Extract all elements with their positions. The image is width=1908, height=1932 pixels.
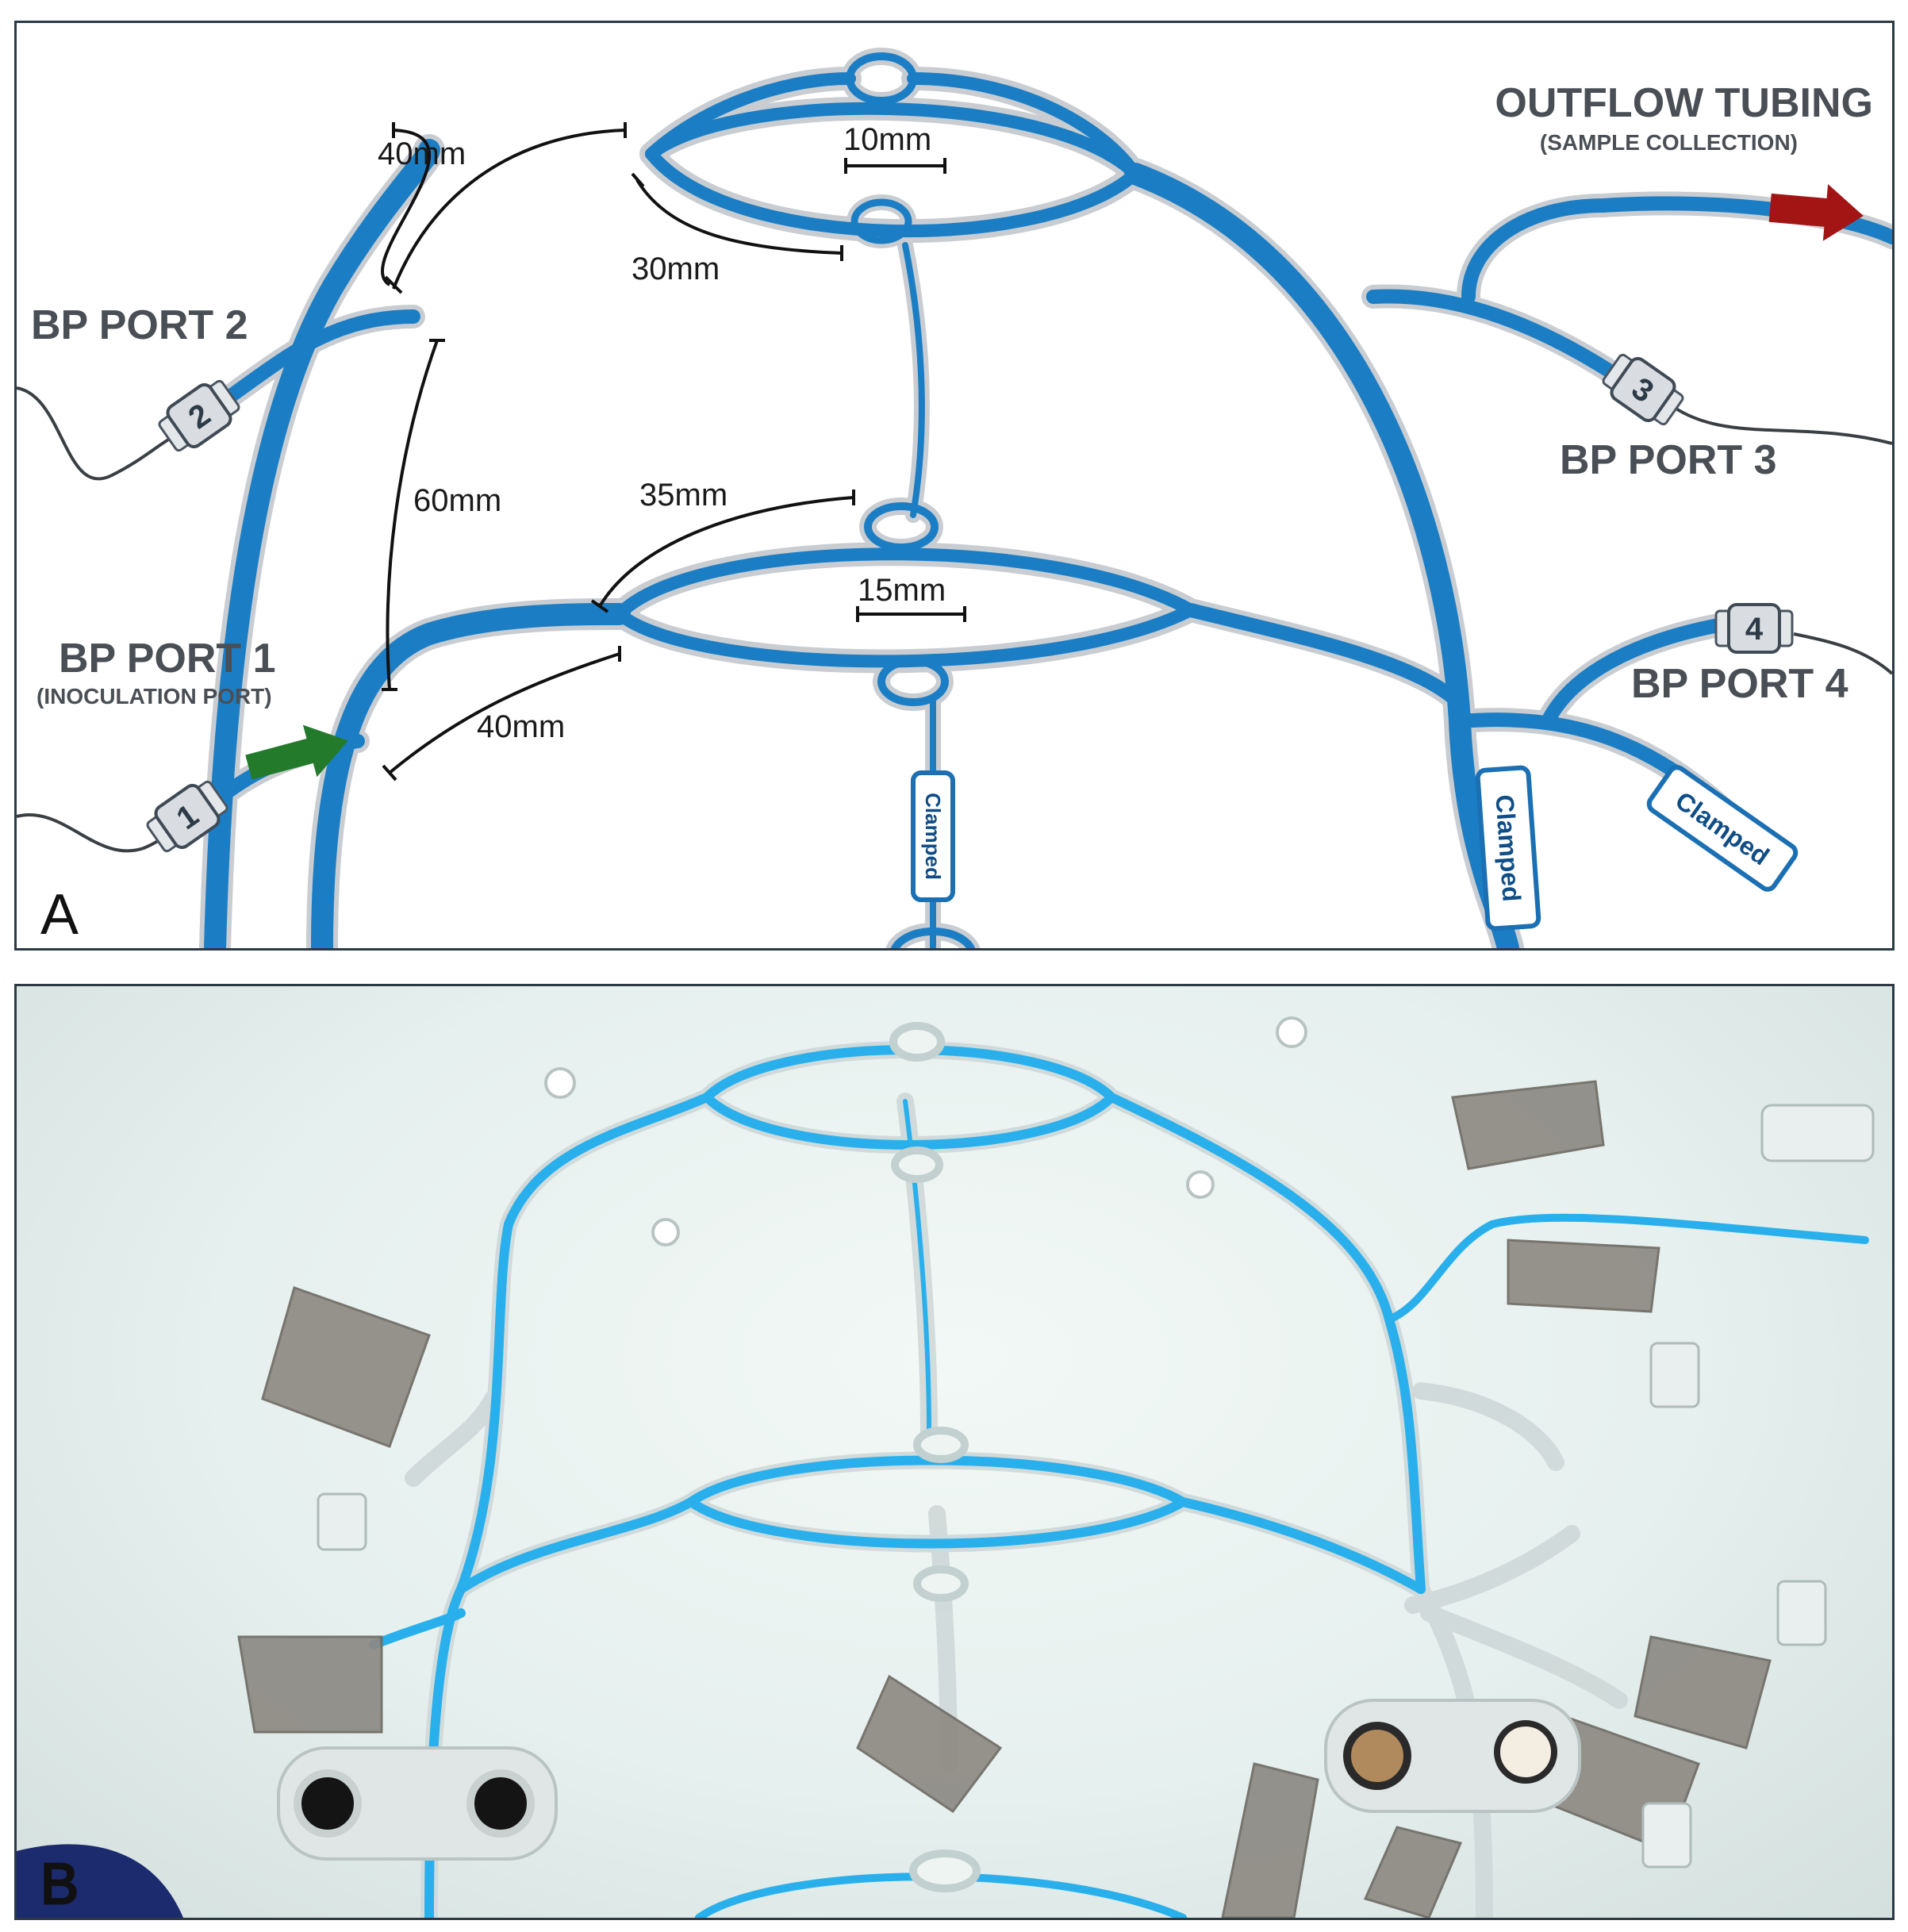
outflow-label: OUTFLOW TUBING [1495,80,1873,126]
inflow-arrow-icon [245,724,348,780]
clamp-tag-right: Clamped [1475,765,1541,931]
sensor-pads [277,1699,1581,1861]
dim-10mm-label: 10mm [843,122,931,157]
port-4-number: 4 [1745,612,1764,647]
panel-b-photo: B [14,984,1895,1920]
mounting-holes [544,1016,1307,1246]
port-1-sublabel: (INOCULATION PORT) [36,684,272,709]
clamp-tag-far-right: Clamped [1646,765,1799,892]
dim-40mm-bottom-label: 40mm [477,709,565,744]
luer-fittings [317,1104,1875,1869]
clamp-tag-center: Clamped [911,770,955,902]
panel-a-schematic: 2 1 3 4 [14,21,1895,951]
port-1-connector: 1 [146,780,228,853]
port-4-connector: 4 [1714,603,1794,654]
outflow-sublabel: (SAMPLE COLLECTION) [1540,130,1798,155]
port-2-connector: 2 [158,379,240,452]
dim-40mm-top-arc [392,129,626,290]
panel-a-letter: A [40,883,79,947]
dimension-markers [381,122,966,782]
device-rings [889,1022,981,1892]
port-3-label: BP PORT 3 [1560,437,1777,483]
schematic-diagram: 2 1 3 4 [17,48,1892,948]
pinch-clamps [237,1080,1772,1918]
port-4-label: BP PORT 4 [1631,661,1848,707]
inoculation-bag [17,1844,183,1918]
port-2-label: BP PORT 2 [31,302,248,348]
dim-40mm-top-label: 40mm [378,136,466,171]
dim-15mm-label: 15mm [858,573,946,608]
device-photo-illustration: B [17,1016,1875,1918]
pressure-cables [17,386,1892,853]
dim-35mm-label: 35mm [639,478,727,513]
dim-30mm-label: 30mm [632,252,720,286]
outflow-arrow-icon [1768,184,1864,241]
port-3-connector: 3 [1602,353,1684,426]
dim-60mm-label: 60mm [413,483,501,518]
port-1-label: BP PORT 1 [59,636,276,682]
panel-b-letter: B [40,1853,79,1916]
device-fluid-channels [369,1045,1869,1918]
clamp-center-text: Clamped [921,793,945,880]
